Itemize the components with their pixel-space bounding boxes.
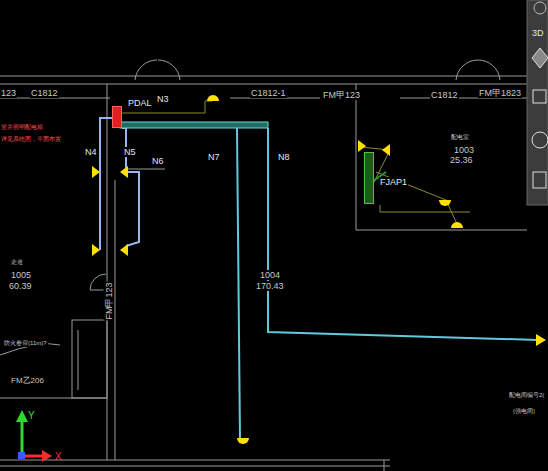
room-name: (强电间) (512, 408, 536, 415)
circuit-line (376, 172, 457, 224)
room-number: 1003 (453, 145, 475, 155)
wall-line (356, 84, 357, 230)
room-name: 配电室 (450, 134, 470, 141)
door-tag: FM甲123 (104, 281, 114, 320)
walls (0, 60, 527, 471)
door-tag: FM乙206 (10, 376, 45, 385)
room-name: 配电间编号2( (508, 392, 545, 399)
ucs-origin (18, 452, 25, 459)
nav-toolbar (527, 0, 548, 205)
lamp-symbol (451, 222, 463, 228)
circuit-number: N8 (277, 152, 291, 162)
axis-label: Y (27, 410, 36, 421)
room-number: 1005 (10, 270, 32, 280)
window-tag: C1812 (430, 90, 459, 100)
window-tag: C1812-1 (250, 88, 287, 98)
toolbar-icon (533, 90, 546, 103)
panel-box: PDAL (112, 106, 122, 128)
note-text: 详见系统图，平面布置 (0, 136, 62, 143)
circuit-n5 (122, 128, 139, 246)
wall-line (0, 466, 390, 467)
panel-box: FJAP1 (364, 152, 374, 204)
circuit-number: N5 (123, 147, 137, 157)
toolbar-panel (527, 0, 548, 205)
toolbar-icon (534, 2, 546, 14)
circuit-n7 (237, 128, 240, 440)
room-number: 1004 (259, 270, 281, 280)
circuit-n8 (268, 128, 538, 340)
wall-line (384, 460, 385, 471)
toolbar-icon (532, 48, 548, 68)
panel-name: PDAL (127, 98, 153, 108)
ucs-y-arrow (16, 410, 28, 422)
door-tag: FM甲123 (322, 90, 361, 100)
lamp-symbol (207, 95, 219, 101)
ucs-x-axis (25, 455, 44, 458)
toolbar-icon (533, 172, 546, 188)
wall-line (78, 330, 79, 390)
wall-line (0, 76, 527, 77)
circuit-number: N7 (207, 152, 221, 162)
cable-tray (120, 122, 268, 128)
door-arc (135, 60, 180, 80)
wall-line (115, 180, 116, 460)
lamp-symbol (237, 438, 249, 444)
leader-line (128, 169, 165, 170)
panel-name: FJAP1 (379, 177, 408, 187)
room-area: 60.39 (8, 281, 33, 291)
circuit-line (380, 205, 470, 212)
lamp-symbol (92, 166, 100, 178)
lamp-symbol (382, 144, 390, 156)
circuit-number: N3 (156, 94, 170, 104)
axis-label: X (54, 451, 63, 462)
note-text: 防火卷帘(11m)? (3, 340, 48, 347)
note-text: 竖井照明配电箱 (0, 124, 44, 131)
door-arc (456, 60, 500, 80)
circuit-number: N4 (84, 147, 98, 157)
wall-line (356, 230, 527, 231)
circuit-n4 (100, 118, 112, 250)
lamp-symbol (120, 166, 128, 178)
toolbar-icon (532, 132, 548, 148)
room-area: 170.43 (255, 281, 285, 291)
door-tag: FM甲1823 (478, 88, 522, 98)
lamp-symbol (120, 244, 128, 256)
window-tag: C1812 (30, 88, 59, 98)
ucs-x-arrow (42, 450, 52, 462)
lamp-symbol (92, 244, 100, 256)
ucs-y-axis (21, 420, 24, 452)
wall-line (0, 84, 527, 85)
circuit-number: N6 (151, 156, 165, 166)
lamp-symbol (536, 334, 546, 346)
wall-tag: 123 (0, 88, 17, 98)
wall-line (107, 84, 108, 460)
lamps (92, 95, 546, 444)
room-name: 走道 (10, 259, 24, 266)
room-area: 25.36 (449, 155, 474, 165)
lamp-symbol (439, 200, 451, 206)
toolbar-label: 3D (531, 28, 545, 38)
lamp-symbol (358, 140, 366, 152)
ucs-icon (16, 410, 52, 462)
circuits (100, 101, 538, 440)
room-outline (72, 320, 107, 398)
